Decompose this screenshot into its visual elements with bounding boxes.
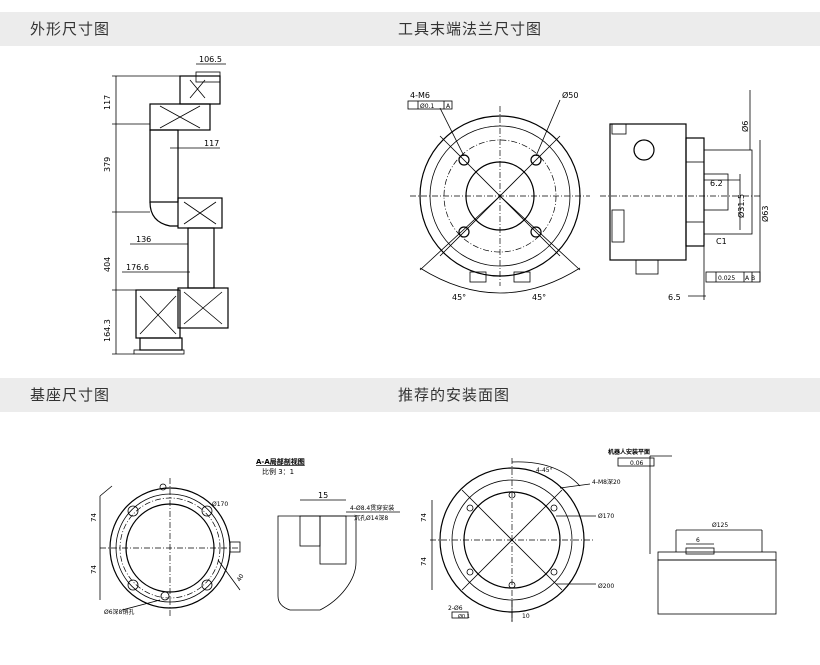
dim-164-3: 164.3 [103,319,112,342]
dim-117-a: 117 [103,95,112,110]
mount-angle-label: 4-45° [536,467,553,474]
base-hole-note-1: 4-Ø8.4贯穿安装 [350,504,394,512]
mount-d200: Ø200 [598,583,614,590]
dim-136: 136 [136,235,151,244]
title-outline: 外形尺寸图 [30,20,111,38]
header-bar-bottom [0,378,820,412]
header-bar-top [0,12,820,46]
flange-side-view [600,90,761,300]
dim-176-6: 176.6 [126,263,149,272]
flange-c1: C1 [716,237,727,246]
title-flange: 工具末端法兰尺寸图 [398,20,543,38]
base-section-title: A-A局部剖视图 [256,457,305,466]
flange-angle-right: 45° [532,293,546,302]
base-bottom-note: Ø6深8销孔 [104,608,134,616]
flange-d31-5: Ø31.5 [736,194,746,218]
mount-flatness: 0.06 [630,460,644,467]
dim-404: 404 [103,257,112,272]
flange-m6-label: 4-M6 [410,91,430,100]
title-base: 基座尺寸图 [30,386,111,404]
dim-117-b: 117 [204,139,219,148]
flange-datum-a: A [446,103,451,110]
mount-pos-tol: Ø0.1 [458,613,470,620]
dim-106-5: 106.5 [199,55,222,64]
robot-outline-drawing [112,63,229,355]
mount-d6: 6 [696,537,700,544]
mount-d125: Ø125 [712,522,728,529]
title-mount: 推荐的安装面图 [398,386,511,404]
dim-379: 379 [103,157,112,172]
mount-d10: 10 [522,613,530,620]
mount-m8-label: 4-M8深20 [592,478,621,486]
flange-tol-01: Ø0.1 [420,103,434,110]
flange-datum-ab: A B [745,275,755,282]
mount-plan-view [430,458,596,622]
flange-front-view [407,99,590,294]
base-plan-view [99,478,241,618]
base-dim-74-b: 74 [90,565,98,574]
mount-plane-title: 机器人安装平面 [608,448,650,456]
flange-angle-left: 45° [452,293,466,302]
base-dim-15: 15 [318,491,328,500]
flange-d6-2: 6.2 [710,179,723,188]
flange-d63: Ø63 [760,206,770,222]
mount-pin-label: 2-Ø6 [448,605,463,612]
mount-d74-b: 74 [420,557,428,566]
base-dim-74-a: 74 [90,513,98,522]
base-dim-40: 40 [236,573,246,583]
flange-d50: Ø50 [562,90,578,100]
mount-d74-a: 74 [420,513,428,522]
base-hole-note-2: 沉孔Ø14深8 [354,514,388,522]
mount-d170: Ø170 [598,513,614,520]
flange-d6: Ø6 [740,121,750,132]
flange-tol-0025: 0.025 [718,275,735,282]
mount-section-view [617,455,777,615]
base-dim-170: Ø170 [212,501,228,508]
base-section-scale: 比例 3：1 [262,467,294,476]
flange-d6-5: 6.5 [668,293,681,302]
base-section-view [277,499,400,611]
